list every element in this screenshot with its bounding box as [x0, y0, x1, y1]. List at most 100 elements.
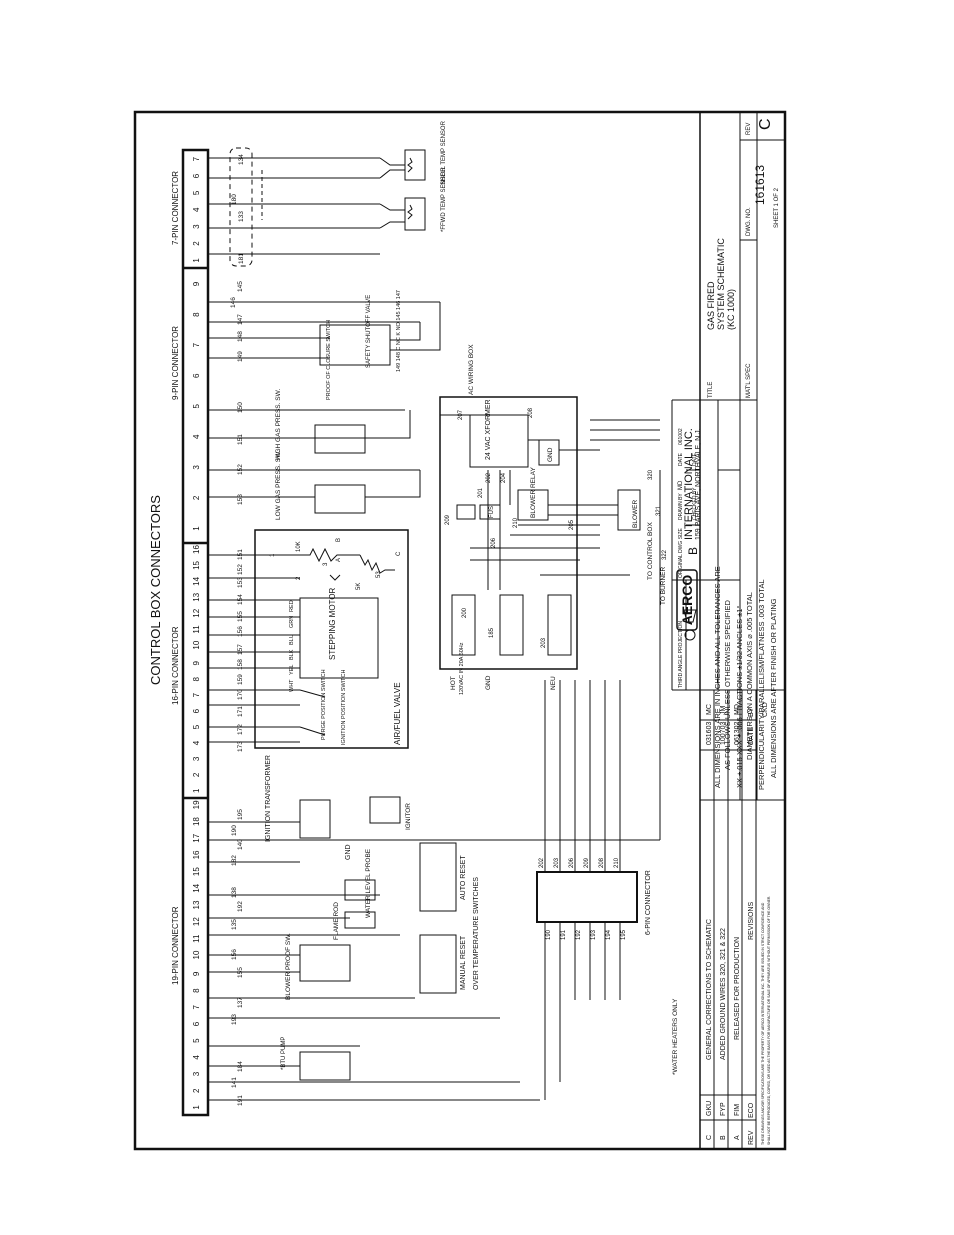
svg-text:141: 141	[231, 1077, 238, 1088]
svg-text:156: 156	[231, 949, 238, 960]
svg-text:180: 180	[231, 194, 238, 205]
svg-text:202: 202	[539, 857, 545, 868]
svg-text:DATE: DATE	[748, 727, 755, 745]
date-header-2: DATE	[692, 452, 698, 466]
pin-number: 1	[192, 258, 201, 263]
supply-label: 120VAC IN 20A 60Hz	[459, 642, 465, 695]
svg-text:209: 209	[445, 514, 451, 525]
svg-text:5K: 5K	[356, 583, 362, 590]
pin19-wiring	[208, 470, 661, 1101]
svg-text:140: 140	[237, 839, 244, 850]
pin-number: 4	[192, 740, 201, 745]
svg-text:172: 172	[237, 724, 244, 735]
to-control-box-label: TO CONTROL BOX	[647, 522, 654, 580]
connector-strip	[181, 148, 210, 1117]
svg-text:184: 184	[237, 1061, 244, 1072]
page-title: CONTROL BOX CONNECTORS	[148, 495, 163, 685]
pin-number: 7	[192, 156, 201, 161]
svg-text:195: 195	[621, 929, 627, 940]
pin-number: 10	[192, 640, 201, 649]
svg-text:ALL DIMENSIONS ARE AFTER FINIS: ALL DIMENSIONS ARE AFTER FINISH OR PLATI…	[769, 598, 778, 778]
svg-text:C: C	[706, 1135, 713, 1140]
svg-text:206: 206	[491, 537, 497, 548]
valve-terminals: 149 148 C NC K NO 145 146 147	[396, 290, 402, 372]
airfuel-wiring	[208, 547, 395, 743]
pin-number: 12	[192, 917, 201, 926]
airfuel-valve-box	[254, 529, 409, 749]
pin-number: 2	[192, 772, 201, 777]
svg-text:208: 208	[599, 857, 605, 868]
pin-number: 4	[192, 434, 201, 439]
blower-label: BLOWER	[632, 500, 639, 528]
pin-number: 9	[192, 971, 201, 976]
svg-text:202: 202	[486, 472, 492, 483]
ac-wiring-box	[439, 396, 641, 670]
to-burner-label: TO BURNER	[660, 567, 667, 605]
svg-text:135: 135	[231, 919, 238, 930]
svg-text:320: 320	[648, 469, 654, 480]
pin-number: 2	[192, 241, 201, 246]
poc-switch-label: PROOF OF CLOSURE SWITCH	[326, 320, 332, 400]
svg-text:151: 151	[237, 434, 244, 445]
svg-text:FIM: FIM	[734, 1104, 741, 1116]
title-line-3: (KC 1000)	[726, 289, 736, 330]
pin-number: 4	[192, 1055, 201, 1060]
svg-text:BY: BY	[748, 707, 755, 717]
pin-number: 8	[192, 988, 201, 993]
svg-text:BLU: BLU	[289, 634, 295, 645]
hot-label: HOT	[450, 676, 457, 690]
pin-number: 16	[192, 545, 201, 554]
pin-number: 7	[192, 342, 201, 347]
svg-text:145: 145	[237, 281, 244, 292]
svg-text:206: 206	[569, 857, 575, 868]
pin-number: 5	[192, 724, 201, 729]
title-block	[671, 112, 785, 1150]
svg-text:BLK: BLK	[289, 649, 295, 660]
ignitor-label: IGNITOR	[405, 803, 412, 830]
svg-text:137: 137	[237, 997, 244, 1008]
title-line-1: GAS FIRED	[706, 281, 716, 330]
pin-number: 18	[192, 817, 201, 826]
date-header: DATE	[678, 452, 684, 466]
svg-text:154: 154	[237, 594, 244, 605]
svg-text:JM: JM	[720, 706, 727, 716]
fuse-label: FUS	[489, 506, 495, 518]
pin-number: 2	[192, 1088, 201, 1093]
potentiometer-labels: 10K 5K A B C 1 2 3 53	[270, 538, 402, 590]
stepping-motor-label: STEPPING MOTOR	[328, 587, 337, 660]
shell-sensor-label: SHELL TEMP SENSOR	[441, 120, 447, 185]
svg-text:061302: 061302	[734, 722, 741, 745]
svg-text:DIAMETERS ON A COMMON AXIS ⌀ .: DIAMETERS ON A COMMON AXIS ⌀ .005 TOTAL	[745, 592, 754, 760]
svg-text:GRN: GRN	[289, 616, 295, 628]
svg-text:152: 152	[237, 464, 244, 475]
pin-number: 19	[192, 800, 201, 809]
svg-text:192: 192	[576, 929, 582, 940]
svg-text:ALL DIMENSIONS ARE IN INCHES A: ALL DIMENSIONS ARE IN INCHES AND ALL TOL…	[713, 566, 722, 788]
svg-text:53: 53	[376, 571, 382, 578]
rev-header: REV	[746, 123, 752, 135]
svg-text:134: 134	[238, 154, 245, 165]
ac-box-title: AC WIRING BOX	[468, 344, 475, 395]
svg-text:138: 138	[231, 887, 238, 898]
svg-text:193: 193	[591, 929, 597, 940]
orig-size: B	[686, 547, 700, 555]
pin-number: 10	[192, 950, 201, 959]
svg-text:A: A	[336, 558, 342, 562]
svg-text:B: B	[720, 1135, 727, 1140]
pin-number: 15	[192, 560, 201, 569]
title-header: TITLE	[708, 382, 714, 398]
svg-text:MC: MC	[706, 704, 713, 715]
ac-wire-numbers: 207 208 209 201 202 204 210 205 206 200 …	[445, 407, 668, 648]
svg-text:10K: 10K	[296, 541, 302, 552]
company-name: INTERNATIONAL INC.	[683, 428, 695, 540]
gnd-label: GND	[345, 844, 352, 860]
date-value: 061002	[678, 428, 684, 445]
wire-numbers-19: 191 141 184 193 137 155 156 135 192 138 …	[231, 809, 244, 1106]
svg-text:192: 192	[237, 901, 244, 912]
sheet-number: SHEET 1 OF 2	[774, 187, 780, 228]
svg-text:151: 151	[237, 549, 244, 560]
safety-valve-label: SAFETY SHUTOFF VALVE	[366, 295, 372, 368]
